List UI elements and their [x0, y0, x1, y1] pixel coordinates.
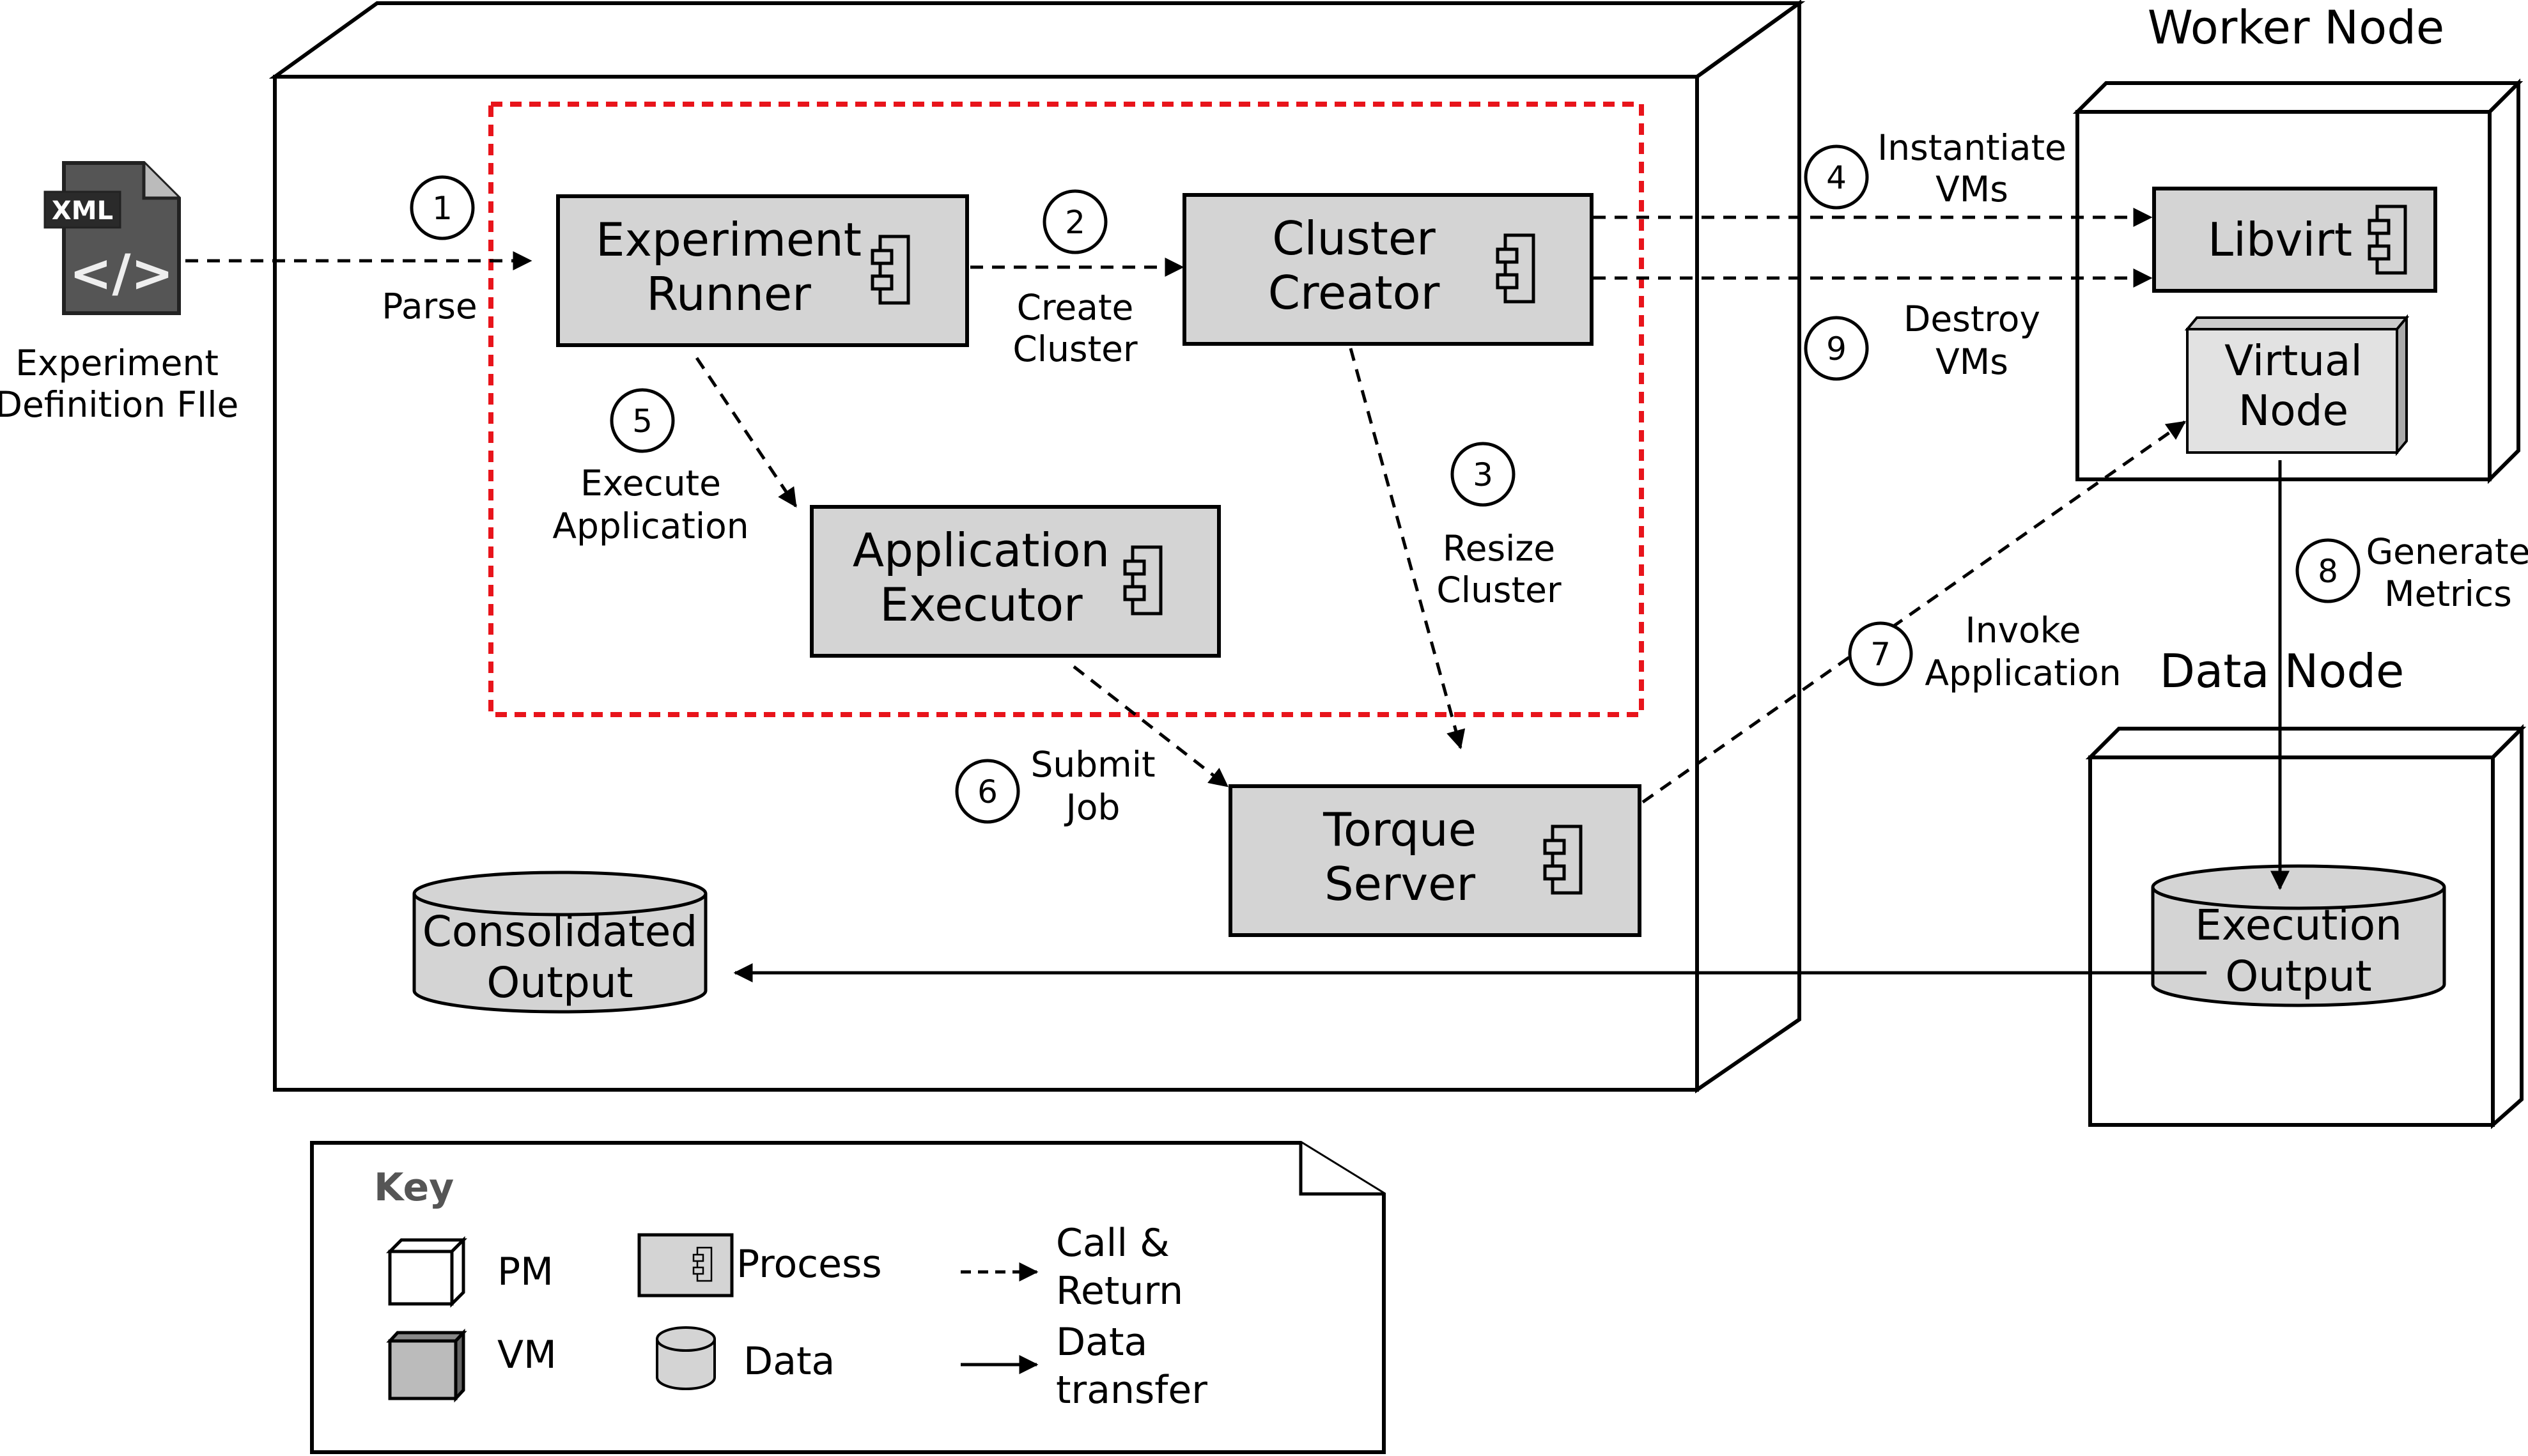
- legend-title: Key: [374, 1165, 454, 1210]
- step-9: 9 Destroy VMs: [1804, 298, 2040, 382]
- cluster-creator: Cluster Creator: [1183, 193, 1594, 346]
- step-6-label-2: Job: [1064, 787, 1121, 828]
- data-node-title: Data Node: [2160, 644, 2405, 698]
- legend-call-return-label-2: Return: [1056, 1269, 1183, 1313]
- worker-node-title: Worker Node: [2148, 1, 2444, 54]
- arrow-execute-application: [695, 357, 798, 508]
- legend-vm-label: VM: [497, 1333, 557, 1377]
- application-executor-label-1: Application: [853, 523, 1110, 577]
- step-9-label-2: VMs: [1935, 341, 2008, 382]
- consolidated-output-label-2: Output: [486, 958, 633, 1007]
- torque-server-label-2: Server: [1324, 857, 1476, 911]
- cluster-creator-label-1: Cluster: [1272, 212, 1436, 265]
- torque-server-label-1: Torque: [1322, 803, 1477, 856]
- step-7: 7 Invoke Application: [1848, 610, 2121, 693]
- libvirt-label: Libvirt: [2208, 213, 2352, 267]
- legend-process-icon: [637, 1233, 734, 1297]
- execution-output-label-1: Execution: [2195, 901, 2402, 950]
- xml-badge-text: XML: [52, 196, 113, 226]
- step-5-label-2: Application: [552, 506, 748, 546]
- legend-call-return-label-1: Call &: [1056, 1221, 1170, 1266]
- step-5-label-1: Execute: [580, 463, 721, 504]
- legend-pm-icon: [385, 1235, 468, 1308]
- step-5-number: 5: [632, 403, 653, 440]
- consolidated-output-label-1: Consolidated: [423, 907, 697, 956]
- step-3-number: 3: [1473, 456, 1493, 493]
- step-6-number: 6: [977, 773, 998, 810]
- step-2-label-2: Cluster: [1012, 329, 1138, 369]
- experiment-runner-label-1: Experiment: [596, 213, 862, 267]
- legend-data-label: Data: [743, 1339, 835, 1384]
- execution-output: Execution Output: [2151, 864, 2446, 1007]
- xml-code-glyph: </>: [69, 244, 173, 303]
- step-3-label-2: Cluster: [1436, 569, 1562, 610]
- step-1-label: Parse: [382, 286, 477, 327]
- arrow-invoke-application: [1641, 420, 2187, 804]
- legend: Key PM VM Process Data Call & Return Dat…: [310, 1141, 1386, 1454]
- experiment-file-label-1: Experiment: [15, 343, 219, 383]
- step-3: 3 Resize Cluster: [1436, 442, 1562, 610]
- step-4-label-1: Instantiate: [1877, 127, 2067, 168]
- step-2: 2 Create Cluster: [1012, 189, 1138, 369]
- step-9-label-1: Destroy: [1904, 298, 2040, 339]
- cluster-creator-label-2: Creator: [1268, 266, 1440, 320]
- arrow-submit-job: [1073, 665, 1229, 787]
- step-8: 8 Generate Metrics: [2295, 531, 2528, 614]
- virtual-node-label-1: Virtual: [2224, 336, 2362, 385]
- consolidated-output: Consolidated Output: [412, 871, 708, 1014]
- step-8-number: 8: [2318, 553, 2338, 590]
- step-7-number: 7: [1870, 636, 1891, 673]
- application-executor-label-2: Executor: [880, 578, 1083, 631]
- experiment-runner: Experiment Runner: [556, 194, 969, 347]
- experiment-file-label-2: Definition FIle: [0, 384, 238, 425]
- step-8-label-1: Generate: [2366, 531, 2528, 572]
- step-2-number: 2: [1065, 204, 1085, 241]
- step-7-label-2: Application: [1925, 653, 2121, 693]
- step-3-label-1: Resize: [1443, 528, 1555, 569]
- legend-vm-icon: [386, 1328, 467, 1403]
- step-1: 1 Parse: [382, 175, 477, 327]
- application-executor: Application Executor: [810, 505, 1221, 658]
- arrow-resize-cluster: [1349, 348, 1466, 750]
- experiment-runner-label-2: Runner: [646, 267, 811, 321]
- step-7-label-1: Invoke: [1965, 610, 2081, 651]
- virtual-node-label-2: Node: [2238, 386, 2348, 435]
- experiment-manager-boundary: [488, 102, 1644, 717]
- step-6-label-1: Submit: [1030, 744, 1155, 785]
- step-4: 4 Instantiate VMs: [1804, 127, 2067, 210]
- legend-pm-label: PM: [497, 1250, 554, 1294]
- legend-data-icon: [656, 1326, 716, 1390]
- execution-output-label-2: Output: [2225, 952, 2371, 1001]
- step-8-label-2: Metrics: [2384, 573, 2512, 614]
- worker-node: Worker Node: [2072, 1, 2524, 484]
- virtual-node: Virtual Node: [2184, 314, 2410, 456]
- step-9-number: 9: [1826, 330, 1847, 368]
- legend-data-transfer-label-1: Data: [1056, 1320, 1147, 1365]
- step-2-label-1: Create: [1017, 287, 1134, 328]
- step-4-label-2: VMs: [1935, 169, 2008, 210]
- torque-server: Torque Server: [1229, 784, 1641, 937]
- step-1-number: 1: [432, 190, 453, 227]
- step-4-number: 4: [1826, 159, 1847, 196]
- xml-file-icon: XML </>: [43, 161, 181, 315]
- legend-process-label: Process: [736, 1242, 882, 1287]
- libvirt: Libvirt: [2152, 187, 2437, 293]
- step-5: 5 Execute Application: [552, 388, 749, 546]
- legend-data-transfer-label-2: transfer: [1056, 1368, 1207, 1413]
- step-6: 6 Submit Job: [955, 744, 1156, 828]
- flow-arrows: [185, 208, 2290, 982]
